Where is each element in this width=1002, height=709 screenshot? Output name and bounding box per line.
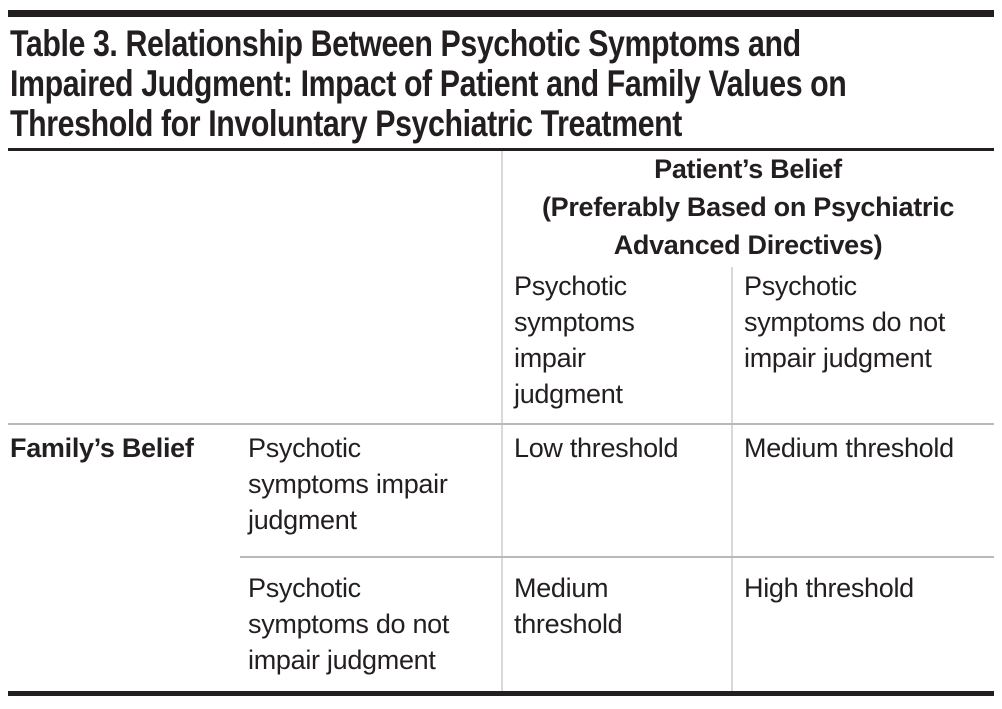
family-belief-group-header: Family’s Belief [10,433,194,463]
column-divider-middle [731,267,733,692]
row-header-symptoms-do-not-impair: Psychotic symptoms do not impair judgmen… [248,573,450,675]
title-rule [8,148,994,151]
patient-belief-group-header: Patient’s Belief (Preferably Based on Ps… [541,154,955,260]
column-divider-left [501,151,503,692]
column-header-symptoms-impair: Psychotic symptoms impair judgment [514,271,635,409]
cell-high-threshold: High threshold [744,573,914,603]
table-title: Table 3. Relationship Between Psychotic … [10,23,847,144]
bottom-heavy-rule [8,691,994,696]
column-header-symptoms-do-not-impair: Psychotic symptoms do not impair judgmen… [744,271,946,373]
cell-medium-threshold-bottom: Medium threshold [514,573,623,639]
cell-low-threshold: Low threshold [514,433,679,463]
header-body-divider [8,423,994,425]
cell-medium-threshold-top: Medium threshold [744,433,954,463]
top-heavy-rule [8,10,994,17]
row-divider [240,556,994,558]
row-header-symptoms-impair: Psychotic symptoms impair judgment [248,433,448,535]
